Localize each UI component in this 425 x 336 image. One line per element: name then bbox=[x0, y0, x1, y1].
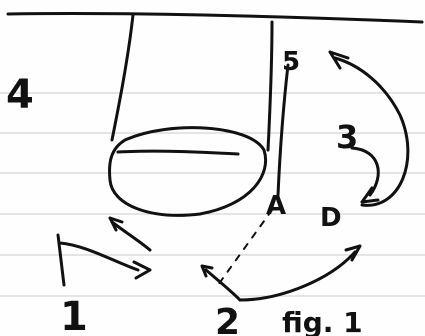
right-vertical-stroke bbox=[276, 63, 290, 197]
arrowhead-oval bbox=[108, 216, 124, 232]
label-2: 2 bbox=[215, 302, 240, 336]
dotted-line bbox=[217, 209, 273, 286]
label-1: 1 bbox=[60, 294, 88, 336]
finger-left-edge bbox=[110, 13, 135, 142]
arrowhead-left bbox=[132, 260, 152, 280]
arrowhead-top bbox=[328, 50, 350, 70]
arrow-bottom-right bbox=[238, 250, 357, 302]
arrow-three-to-d bbox=[350, 146, 380, 197]
label-A: A bbox=[266, 191, 286, 221]
ruled-lines bbox=[0, 92, 425, 297]
finger-right-edge bbox=[266, 20, 274, 152]
arrow-left-curve bbox=[58, 241, 140, 272]
arrow-bottom-left bbox=[204, 268, 242, 302]
label-D: D bbox=[320, 203, 342, 233]
tick-near-one bbox=[56, 233, 66, 287]
finger-pad-midline bbox=[116, 149, 240, 156]
arrowhead-bottom-right bbox=[344, 244, 362, 262]
arrowhead-bottom-left bbox=[200, 264, 214, 278]
label-fig: fig. 1 bbox=[282, 306, 363, 336]
surface-line bbox=[6, 11, 424, 24]
curved-arrow-right bbox=[333, 56, 410, 207]
label-4: 4 bbox=[6, 72, 34, 118]
arrow-to-oval bbox=[110, 220, 152, 252]
arrowhead-d bbox=[360, 186, 380, 204]
label-5: 5 bbox=[282, 47, 300, 77]
finger-pad-oval bbox=[108, 126, 267, 217]
label-3: 3 bbox=[336, 118, 358, 156]
